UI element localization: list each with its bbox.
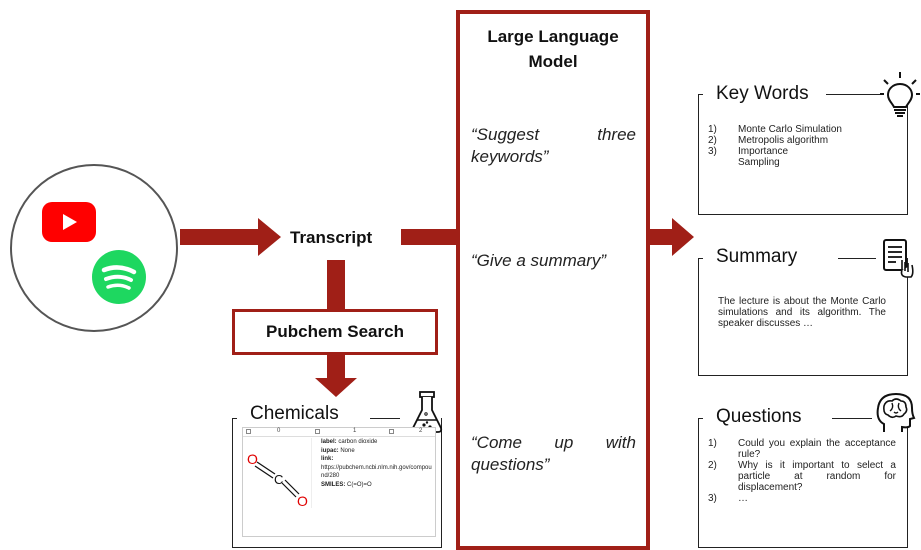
spotify-icon	[92, 250, 146, 304]
flow-arrows	[180, 218, 694, 397]
chemical-table-header: 0 1 2	[243, 428, 435, 437]
chemical-info: label: carbon dioxide iupac: None link: …	[321, 438, 433, 489]
chem-label-key: label:	[321, 439, 337, 445]
chem-iupac-row: iupac: None	[321, 447, 433, 456]
column-header: 0	[277, 428, 281, 434]
arrow-transcript-to-llm	[401, 229, 461, 245]
question-number: 1)	[708, 438, 717, 449]
summary-title-rule	[838, 258, 876, 259]
chem-iupac-value: None	[338, 447, 355, 454]
chem-link-row: link:	[321, 455, 433, 464]
molecule-structure: O C O	[247, 438, 312, 508]
youtube-icon	[42, 202, 96, 242]
question-number: 3)	[708, 493, 717, 504]
chemicals-title: Chemicals	[246, 403, 343, 425]
pubchem-search-label: Pubchem Search	[266, 322, 404, 341]
chemicals-corner-tick	[232, 418, 237, 426]
keyword-number: 3)	[708, 146, 717, 157]
keyword-text: Metropolis algorithm	[738, 135, 829, 146]
arrow-pubchem-to-chemicals	[315, 355, 357, 397]
brain-head-icon	[876, 392, 916, 432]
question-text: Could you explain the acceptance rule?	[738, 438, 896, 460]
oxygen-atom-label: O	[297, 493, 308, 508]
summary-text: The lecture is about the Monte Carlo sim…	[718, 296, 886, 329]
question-item: 3) …	[708, 493, 896, 504]
checkbox-icon	[315, 429, 320, 434]
transcript-label: Transcript	[290, 228, 373, 247]
question-text: Why is it important to select a particle…	[738, 460, 896, 493]
lightbulb-icon	[880, 72, 920, 117]
question-number: 2)	[708, 460, 717, 471]
questions-title: Questions	[712, 406, 806, 428]
source-circle	[10, 164, 178, 332]
keywords-corner-tick	[698, 94, 703, 102]
chem-label-value: carbon dioxide	[336, 439, 378, 445]
arrow-source-to-transcript	[180, 218, 281, 256]
chem-smiles-row: SMILES: C(=O)=O	[321, 481, 433, 490]
keyword-number: 1)	[708, 124, 717, 135]
questions-corner-tick	[698, 418, 703, 426]
column-header: 1	[353, 428, 357, 434]
chem-link-value[interactable]: https://pubchem.ncbi.nlm.nih.gov/compoun…	[321, 464, 432, 480]
llm-title: Large Language Model	[460, 24, 646, 74]
checkbox-icon	[246, 429, 251, 434]
chem-iupac-key: iupac:	[321, 447, 339, 454]
document-hand-icon	[883, 239, 914, 278]
checkbox-icon	[389, 429, 394, 434]
prompt-keywords: “Suggest three keywords”	[471, 125, 636, 166]
keyword-number: 2)	[708, 135, 717, 146]
prompt-questions: “Come up with questions”	[471, 433, 636, 474]
chem-smiles-value: C(=O)=O	[345, 481, 372, 488]
summary-title: Summary	[712, 246, 802, 268]
pubchem-search-box: Pubchem Search	[232, 309, 438, 355]
keywords-title: Key Words	[712, 83, 813, 105]
oxygen-atom-label: O	[247, 451, 258, 467]
question-item: 1) Could you explain the acceptance rule?	[708, 438, 896, 460]
keyword-text: Monte Carlo Simulation	[738, 124, 842, 135]
chem-smiles-key: SMILES:	[321, 481, 346, 488]
prompt-summary: “Give a summary”	[471, 251, 607, 270]
keywords-title-rule	[826, 94, 880, 95]
questions-list: 1) Could you explain the acceptance rule?…	[708, 438, 896, 504]
keywords-list: 1) Monte Carlo Simulation 2) Metropolis al…	[708, 124, 884, 168]
llm-title-line2: Model	[528, 52, 578, 71]
column-header: 2	[419, 428, 423, 434]
summary-panel	[698, 258, 908, 376]
llm-title-line1: Large Language	[487, 27, 619, 46]
keyword-item: 2) Metropolis algorithm	[708, 135, 884, 146]
arrow-llm-to-outputs	[648, 218, 694, 256]
keyword-text: Importance Sampling	[738, 146, 789, 168]
chemical-result-card: 0 1 2 O C O label: carbon dioxide iupac:…	[242, 427, 436, 537]
question-text: …	[738, 493, 748, 504]
carbon-atom-label: C	[274, 472, 283, 487]
chem-link-key: link:	[321, 456, 334, 462]
chemicals-title-rule	[370, 418, 400, 419]
keyword-item: 1) Monte Carlo Simulation	[708, 124, 884, 135]
question-item: 2) Why is it important to select a partic…	[708, 460, 896, 493]
arrow-transcript-to-pubchem	[327, 260, 345, 310]
chem-label-row: label: carbon dioxide	[321, 438, 433, 447]
summary-corner-tick	[698, 258, 703, 266]
questions-title-rule	[832, 418, 872, 419]
keywords-panel	[698, 94, 908, 215]
keyword-item: 3) Importance Sampling	[708, 146, 884, 168]
